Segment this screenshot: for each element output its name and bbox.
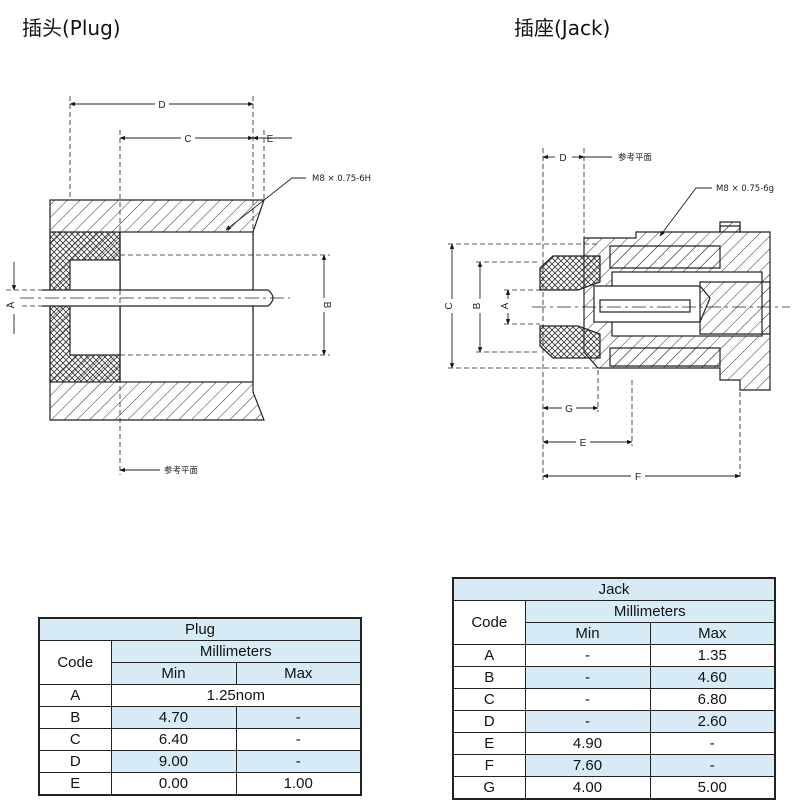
jack-heading: 插座(Jack) (514, 16, 611, 40)
jack-row-b-code: B (452, 666, 526, 689)
table-row: A - 1.35 (452, 644, 776, 667)
jack-row-g-code: G (452, 776, 526, 800)
plug-row-b-code: B (38, 706, 112, 729)
jack-row-c-code: C (452, 688, 526, 711)
jack-row-c-max: 6.80 (649, 688, 776, 711)
plug-row-e-max: 1.00 (235, 772, 362, 796)
table-row: B 4.70 - (38, 706, 362, 729)
plug-min-header: Min (110, 662, 237, 685)
jack-row-f-max: - (649, 754, 776, 777)
plug-dim-e-label: E (267, 134, 274, 145)
plug-dimension-labels: D C E B A M8 × 0.75-6H 参考平面 (6, 97, 371, 476)
jack-dim-b-label: B (472, 302, 483, 309)
plug-row-c-min: 6.40 (110, 728, 237, 751)
jack-row-a-max: 1.35 (649, 644, 776, 667)
plug-dim-a-label: A (6, 301, 17, 308)
table-row: E 4.90 - (452, 732, 776, 755)
table-row: C 6.40 - (38, 728, 362, 751)
table-row: D - 2.60 (452, 710, 776, 733)
jack-row-f-code: F (452, 754, 526, 777)
plug-row-b-min: 4.70 (110, 706, 237, 729)
jack-row-d-code: D (452, 710, 526, 733)
jack-row-c-min: - (524, 688, 651, 711)
table-row: C - 6.80 (452, 688, 776, 711)
plug-drawing (6, 96, 330, 475)
jack-spec-table: Jack Code Millimeters Min Max A - 1.35 B… (452, 577, 777, 800)
jack-row-e-max: - (649, 732, 776, 755)
jack-min-header: Min (524, 622, 651, 645)
jack-max-header: Max (649, 622, 776, 645)
table-row: B - 4.60 (452, 666, 776, 689)
plug-row-d-min: 9.00 (110, 750, 237, 773)
jack-dim-c-label: C (444, 302, 455, 309)
jack-drawing (448, 148, 790, 480)
jack-unit-header: Millimeters (524, 600, 776, 623)
plug-dim-c-label: C (184, 134, 191, 145)
plug-row-d-max: - (235, 750, 362, 773)
plug-row-a-value: 1.25nom (110, 684, 362, 707)
plug-row-e-code: E (38, 772, 112, 796)
jack-row-b-min: - (524, 666, 651, 689)
plug-row-b-max: - (235, 706, 362, 729)
table-row: D 9.00 - (38, 750, 362, 773)
jack-table-title: Jack (452, 577, 776, 601)
jack-dimension-labels: D C B A G E F M8 × 0.75-6g 参考平面 (444, 152, 774, 483)
jack-row-e-code: E (452, 732, 526, 755)
jack-thread-note: M8 × 0.75-6g (716, 184, 774, 194)
technical-drawing: D C E B A M8 × 0.75-6H 参考平面 (6, 96, 790, 483)
plug-max-header: Max (235, 662, 362, 685)
jack-row-d-min: - (524, 710, 651, 733)
plug-thread-note: M8 × 0.75-6H (312, 174, 371, 184)
jack-row-e-min: 4.90 (524, 732, 651, 755)
jack-dim-d-label: D (559, 153, 566, 164)
jack-dim-f-label: F (635, 472, 641, 483)
plug-row-c-max: - (235, 728, 362, 751)
jack-row-b-max: 4.60 (649, 666, 776, 689)
plug-row-e-min: 0.00 (110, 772, 237, 796)
plug-row-a-code: A (38, 684, 112, 707)
jack-code-header: Code (452, 600, 526, 645)
jack-row-a-min: - (524, 644, 651, 667)
jack-reference-note: 参考平面 (618, 152, 653, 163)
table-row: A 1.25nom (38, 684, 362, 707)
plug-reference-note: 参考平面 (164, 465, 199, 476)
jack-dim-e-label: E (580, 438, 587, 449)
table-row: G 4.00 5.00 (452, 776, 776, 800)
jack-row-a-code: A (452, 644, 526, 667)
jack-row-f-min: 7.60 (524, 754, 651, 777)
plug-heading: 插头(Plug) (22, 16, 121, 40)
jack-dim-a-label: A (500, 302, 511, 309)
plug-spec-table: Plug Code Millimeters Min Max A 1.25nom … (38, 617, 363, 796)
table-row: F 7.60 - (452, 754, 776, 777)
plug-dim-d-label: D (158, 100, 165, 111)
table-row: E 0.00 1.00 (38, 772, 362, 796)
plug-dim-b-label: B (321, 302, 332, 309)
plug-table-title: Plug (38, 617, 362, 641)
jack-row-d-max: 2.60 (649, 710, 776, 733)
plug-row-d-code: D (38, 750, 112, 773)
plug-unit-header: Millimeters (110, 640, 362, 663)
plug-row-c-code: C (38, 728, 112, 751)
jack-row-g-min: 4.00 (524, 776, 651, 800)
plug-code-header: Code (38, 640, 112, 685)
jack-dim-g-label: G (565, 404, 573, 415)
jack-row-g-max: 5.00 (649, 776, 776, 800)
